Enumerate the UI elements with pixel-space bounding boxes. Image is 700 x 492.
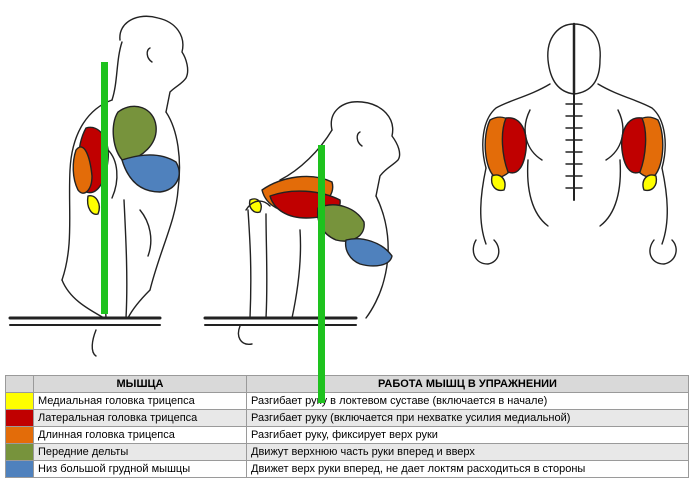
muscle-work: Разгибает руку (включается при нехватке …	[246, 409, 689, 427]
color-swatch	[6, 461, 33, 477]
color-swatch-cell	[5, 426, 34, 444]
color-swatch-cell	[5, 392, 34, 410]
muscle-name: Низ большой грудной мышцы	[33, 460, 247, 478]
table-header-row: МЫШЦА РАБОТА МЫШЦ В УПРАЖНЕНИИ	[5, 375, 689, 393]
muscle-work: Движут верхнюю часть руки вперед и вверх	[246, 443, 689, 461]
header-muscle: МЫШЦА	[33, 375, 247, 393]
guide-line-left	[101, 62, 108, 314]
muscle-work: Движет верх руки вперед, не дает локтям …	[246, 460, 689, 478]
figure-upright-dips	[8, 15, 189, 357]
figure-lean-dips	[203, 101, 401, 345]
table-row: Латеральная головка трицепса Разгибает р…	[5, 409, 689, 427]
table-row: Передние дельты Движут верхнюю часть рук…	[5, 443, 689, 461]
color-swatch	[6, 393, 33, 409]
color-swatch-cell	[5, 443, 34, 461]
guide-line-middle	[318, 145, 325, 403]
color-swatch	[6, 444, 33, 460]
table-row: Низ большой грудной мышцы Движет верх ру…	[5, 460, 689, 478]
color-swatch	[6, 410, 33, 426]
table-row: Длинная головка трицепса Разгибает руку,…	[5, 426, 689, 444]
color-swatch	[6, 427, 33, 443]
muscle-name: Медиальная головка трицепса	[33, 392, 247, 410]
muscle-table: МЫШЦА РАБОТА МЫШЦ В УПРАЖНЕНИИ Медиальна…	[5, 375, 689, 478]
dips-illustration	[8, 15, 677, 357]
header-color	[5, 375, 34, 393]
muscle-name: Латеральная головка трицепса	[33, 409, 247, 427]
figure-back-view	[472, 22, 677, 265]
muscle-name: Длинная головка трицепса	[33, 426, 247, 444]
color-swatch-cell	[5, 460, 34, 478]
muscle-work: Разгибает руку в локтевом суставе (включ…	[246, 392, 689, 410]
color-swatch-cell	[5, 409, 34, 427]
header-work: РАБОТА МЫШЦ В УПРАЖНЕНИИ	[246, 375, 689, 393]
table-row: Медиальная головка трицепса Разгибает ру…	[5, 392, 689, 410]
muscle-name: Передние дельты	[33, 443, 247, 461]
muscle-work: Разгибает руку, фиксирует верх руки	[246, 426, 689, 444]
